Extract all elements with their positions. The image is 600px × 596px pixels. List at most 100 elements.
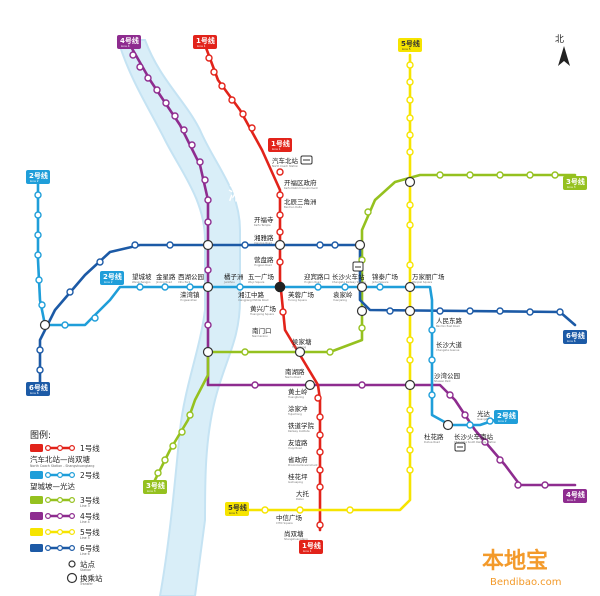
- svg-text:Shangshuangtang: Shangshuangtang: [284, 537, 308, 541]
- svg-text:Renmin East Road: Renmin East Road: [436, 324, 460, 328]
- svg-text:6号线: 6号线: [29, 383, 48, 392]
- transfer-stations: [39, 176, 454, 431]
- svg-text:2号线: 2号线: [497, 411, 516, 420]
- svg-text:汽车北站: 汽车北站: [272, 156, 299, 165]
- line-6-stations: [36, 241, 564, 374]
- svg-text:Line 5: Line 5: [229, 511, 238, 515]
- svg-text:长沙火车南站: 长沙火车南站: [454, 432, 494, 441]
- svg-text:芙蓉广场: 芙蓉广场: [288, 290, 315, 299]
- svg-text:Line 4: Line 4: [80, 520, 90, 524]
- svg-text:Line 3: Line 3: [567, 185, 576, 189]
- tag-line-2-west: 2号线 Line 2: [26, 170, 50, 184]
- svg-text:Tujiachong: Tujiachong: [288, 412, 302, 416]
- tag-line-1-south: 1号线 Line 1: [299, 540, 323, 554]
- svg-text:友谊路: 友谊路: [288, 438, 308, 447]
- train-icon: [352, 261, 364, 272]
- svg-text:Transfer: Transfer: [79, 582, 94, 586]
- tag-line-5-south: 5号线 Line 5: [225, 502, 249, 516]
- svg-text:Yuanjialing: Yuanjialing: [333, 298, 347, 302]
- svg-text:5号线: 5号线: [401, 39, 420, 48]
- svg-text:Jinxing Road: Jinxing Road: [155, 280, 172, 284]
- tag-line-2-mid: 2号线 Line 2: [100, 271, 124, 285]
- svg-text:桂花坪: 桂花坪: [288, 472, 308, 481]
- svg-text:图例:: 图例:: [30, 429, 51, 441]
- bendibao-logo: 本地宝 Bendibao.com: [482, 548, 561, 588]
- svg-text:Line 3: Line 3: [147, 489, 156, 493]
- svg-text:Line 2: Line 2: [104, 280, 113, 284]
- svg-text:Changsha Railway Station: Changsha Railway Station: [332, 280, 366, 284]
- svg-text:铁道学院: 铁道学院: [288, 421, 315, 430]
- svg-text:Nanhu Road: Nanhu Road: [285, 375, 301, 379]
- svg-text:北辰三角洲: 北辰三角洲: [284, 197, 317, 206]
- svg-text:6号线: 6号线: [80, 543, 100, 553]
- svg-text:五一广场: 五一广场: [248, 272, 275, 281]
- svg-text:Line 6: Line 6: [30, 391, 39, 395]
- svg-text:Line 5: Line 5: [80, 536, 90, 540]
- tag-line-2-east: 2号线 Line 2: [494, 410, 518, 424]
- svg-text:Wanjiali Square: Wanjiali Square: [412, 280, 432, 284]
- svg-text:Duhua Road: Duhua Road: [424, 440, 440, 444]
- svg-text:Wuyi Square: Wuyi Square: [248, 280, 265, 284]
- svg-text:Nanmenkou: Nanmenkou: [252, 334, 268, 338]
- river-label-2: 江: [220, 409, 238, 430]
- line-2-stations: [34, 191, 494, 429]
- svg-text:开福寺: 开福寺: [254, 215, 274, 224]
- svg-text:湘雅路: 湘雅路: [254, 233, 274, 242]
- svg-text:汽车北站—尚双塘: 汽车北站—尚双塘: [30, 454, 90, 464]
- line-1-stations: [205, 54, 324, 529]
- line-5-stations: [261, 61, 414, 514]
- svg-text:人民东路: 人民东路: [436, 316, 463, 325]
- svg-text:本地宝: 本地宝: [482, 548, 548, 574]
- svg-text:1号线: 1号线: [80, 443, 100, 453]
- legend: 图例: 1号线 汽车北站—尚双塘 North Coach Station - S…: [30, 429, 103, 586]
- svg-text:橘子洲: 橘子洲: [224, 272, 244, 281]
- svg-text:溁湾镇: 溁湾镇: [180, 290, 200, 299]
- line-6-path: [38, 243, 577, 387]
- legend-line-1-route: 汽车北站—尚双塘 North Coach Station - Shangshua…: [30, 454, 94, 468]
- svg-text:Line 3: Line 3: [80, 504, 90, 508]
- svg-text:Line 2: Line 2: [498, 419, 507, 423]
- svg-text:3号线: 3号线: [566, 177, 585, 186]
- svg-text:光达: 光达: [477, 409, 491, 418]
- line-5-path: [243, 53, 412, 512]
